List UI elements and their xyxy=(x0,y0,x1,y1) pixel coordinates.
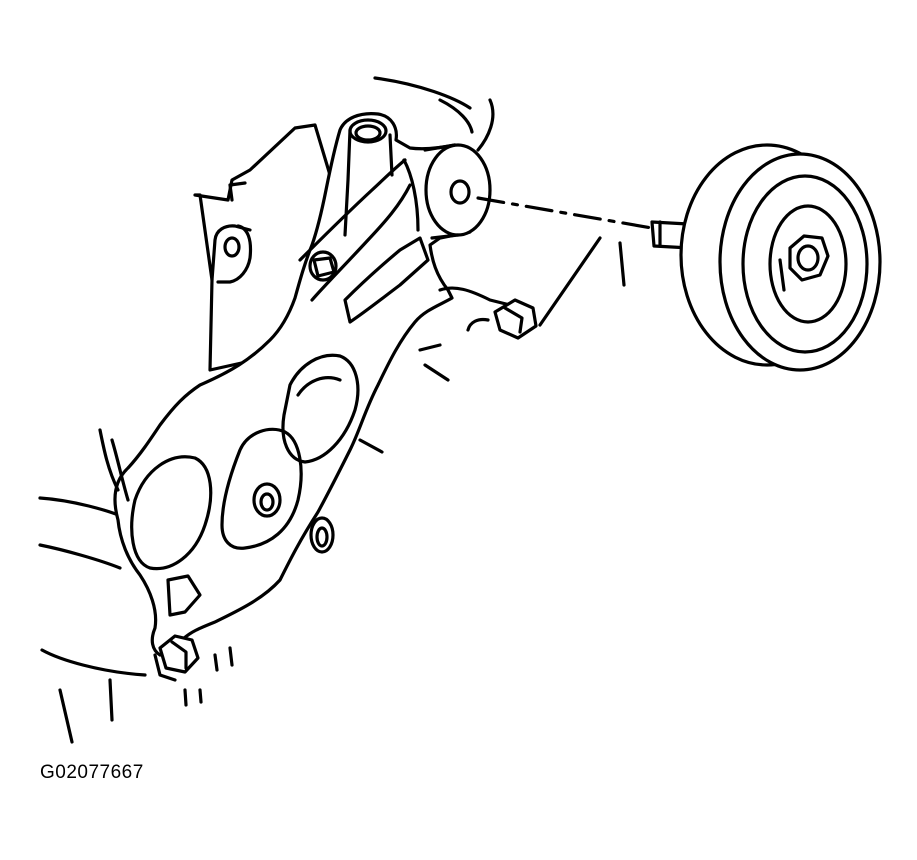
figure-code-label: G02077667 xyxy=(40,762,144,783)
alignment-centerline xyxy=(476,196,654,230)
bracket-icon xyxy=(98,112,492,657)
lower-bolt-icon xyxy=(153,634,200,682)
engine-block-outline xyxy=(38,76,495,744)
pulley-icon xyxy=(650,143,882,372)
leader-lines xyxy=(538,236,626,327)
bolt-icon xyxy=(438,286,538,340)
